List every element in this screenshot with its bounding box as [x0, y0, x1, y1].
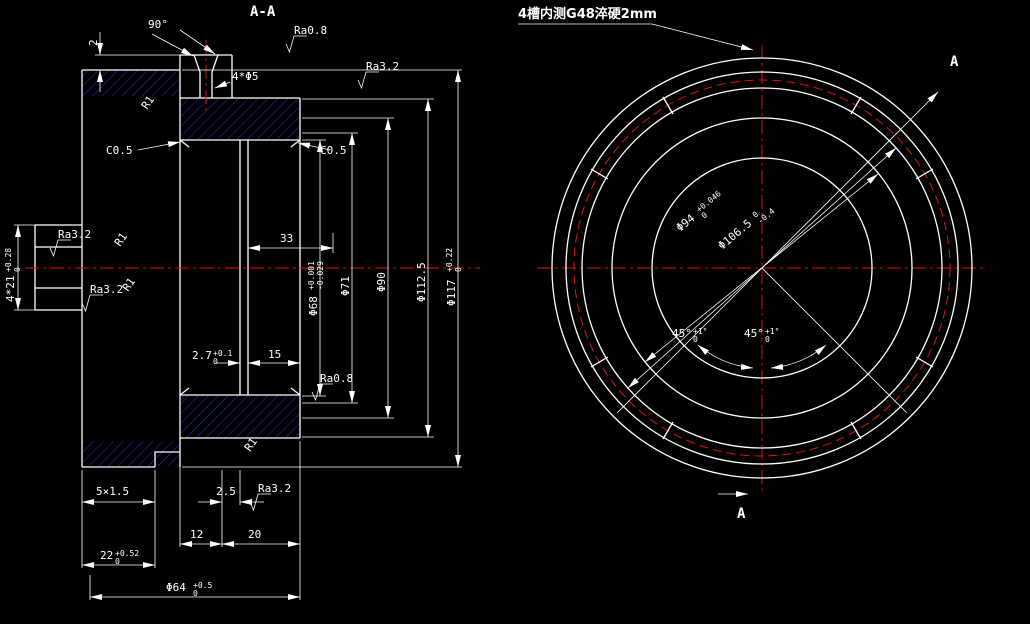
dim-r1-top: R1 [139, 93, 157, 111]
roughness-ra32-left-lower: Ra3.2 [90, 283, 123, 296]
svg-text:Φ117: Φ117 [445, 280, 458, 307]
svg-text:+0.001: +0.001 [307, 261, 316, 290]
svg-text:+1°: +1° [693, 327, 707, 336]
section-view: A-A 2 90° 4*Φ5 C0.5 C0.5 33 Φ68 +0.001 -… [4, 4, 480, 600]
dim-angle-90: 90° [148, 18, 168, 31]
svg-text:+1°: +1° [765, 327, 779, 336]
dim-r1-mid-lower: R1 [120, 275, 138, 293]
dim-step-2: 2 [87, 39, 100, 46]
svg-text:+0.1: +0.1 [213, 349, 232, 358]
svg-text:0: 0 [700, 210, 710, 220]
roughness-icon: Ra3.2 [49, 228, 91, 258]
section-title: A-A [250, 4, 276, 20]
roughness-ra08-bore: Ra0.8 [320, 372, 353, 385]
svg-text:0: 0 [765, 335, 770, 344]
circular-dimension-lines [518, 23, 939, 497]
svg-text:Φ64: Φ64 [166, 581, 186, 594]
svg-text:-0.029: -0.029 [316, 261, 325, 290]
dim-step-2-5: 2.5 [216, 485, 236, 498]
dim-dia-64: Φ64 +0.5 0 [166, 581, 212, 598]
dim-width-12: 12 [190, 528, 203, 541]
roughness-icon: Ra0.8 [311, 372, 353, 402]
svg-text:+0.5: +0.5 [193, 581, 212, 590]
heat-treat-note: 4槽内测G48淬硬2mm [518, 6, 657, 22]
roughness-icon: Ra0.8 [285, 24, 327, 54]
svg-text:45°: 45° [672, 327, 692, 340]
dim-bore-4x21: 4*21 +0.28 0 [4, 248, 22, 302]
svg-text:+0.28: +0.28 [4, 248, 13, 272]
svg-text:0: 0 [751, 210, 761, 220]
dim-dia-68: Φ68 +0.001 -0.029 [307, 261, 325, 316]
section-label-bottom: A [737, 506, 746, 522]
dim-width-20: 20 [248, 528, 261, 541]
dim-groove-2-7: 2.7 +0.1 0 [192, 349, 232, 366]
slot-edges [590, 96, 934, 440]
dim-width-15: 15 [268, 348, 281, 361]
roughness-ra32-bottom: Ra3.2 [258, 482, 291, 495]
dim-dia-117: Φ117 +0.22 0 [445, 248, 463, 306]
dim-angle-right: 45° +1° 0 [744, 327, 779, 344]
section-hatch [82, 71, 299, 466]
svg-text:0: 0 [115, 557, 120, 566]
dim-width-22: 22 +0.52 0 [100, 549, 139, 566]
svg-text:+0.52: +0.52 [115, 549, 139, 558]
svg-text:0: 0 [454, 267, 463, 272]
dim-r1-mid-upper: R1 [112, 230, 130, 248]
dim-dia-71: Φ71 [339, 276, 352, 296]
dim-angle-left: 45° +1° 0 [672, 327, 707, 344]
dim-chamfer-left: C0.5 [106, 144, 133, 157]
svg-text:22: 22 [100, 549, 113, 562]
roughness-icon: Ra3.2 [249, 482, 291, 512]
dim-dia-112-5: Φ112.5 [415, 262, 428, 302]
svg-text:0: 0 [193, 589, 198, 598]
roughness-icon: Ra3.2 [357, 60, 399, 90]
svg-text:45°: 45° [744, 327, 764, 340]
section-dimension-lines [14, 29, 462, 600]
dim-holes-4xd5: 4*Φ5 [232, 70, 259, 83]
svg-text:+0.22: +0.22 [445, 248, 454, 272]
dim-dia-90: Φ90 [375, 272, 388, 292]
svg-text:0: 0 [213, 357, 218, 366]
svg-text:0: 0 [13, 267, 22, 272]
dim-groove-5x1-5: 5×1.5 [96, 485, 129, 498]
dim-width-33: 33 [280, 232, 293, 245]
roughness-ra32-left-upper: Ra3.2 [58, 228, 91, 241]
dim-chamfer-right: C0.5 [320, 144, 347, 157]
svg-text:Φ68: Φ68 [307, 296, 320, 316]
svg-text:4*21: 4*21 [4, 276, 17, 303]
svg-text:2.7: 2.7 [192, 349, 212, 362]
roughness-ra08-top: Ra0.8 [294, 24, 327, 37]
roughness-icon: Ra3.2 [81, 283, 123, 313]
roughness-ra32-top: Ra3.2 [366, 60, 399, 73]
svg-text:0: 0 [693, 335, 698, 344]
dim-r1-bottom: R1 [242, 435, 260, 453]
section-label-top: A [950, 54, 959, 70]
